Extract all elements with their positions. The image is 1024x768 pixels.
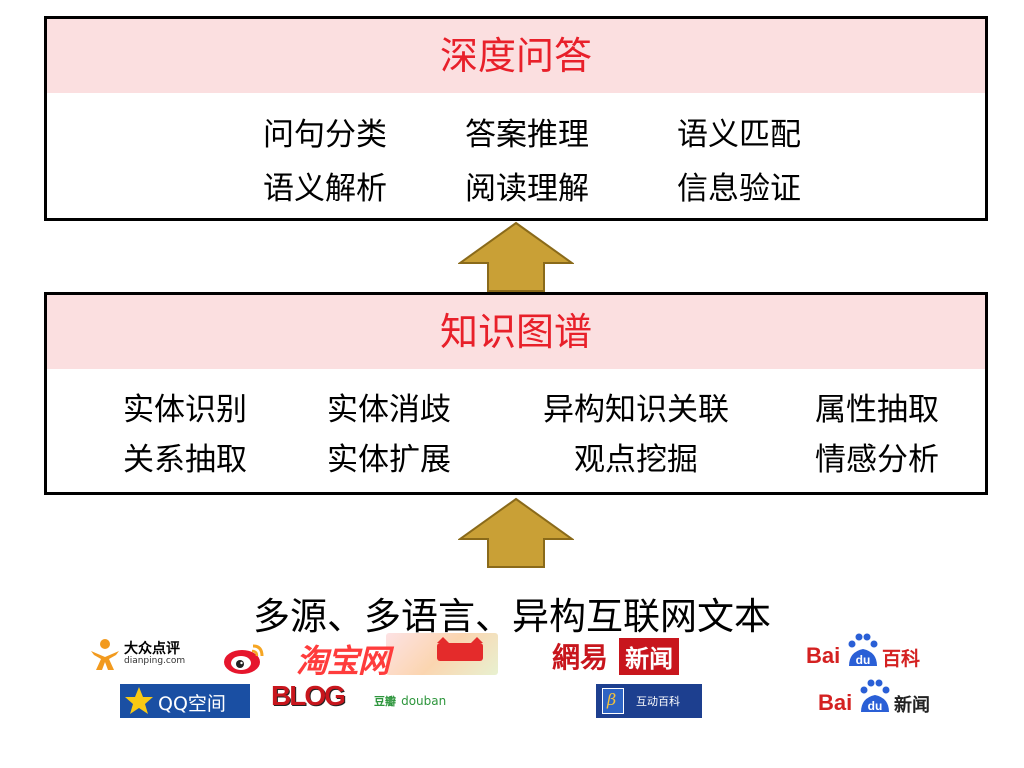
item-sentiment-analysis: 情感分析 — [815, 442, 939, 478]
svg-text:du: du — [868, 699, 883, 713]
netease-news-logo: 網易 新闻 — [552, 636, 680, 676]
svg-text:du: du — [856, 653, 871, 667]
qzone-star-icon — [125, 687, 153, 714]
item-entity-expansion: 实体扩展 — [327, 442, 451, 478]
baidu-news-paw-icon: du — [860, 679, 890, 713]
weibo-icon — [224, 644, 264, 674]
item-entity-disambiguation: 实体消歧 — [327, 392, 451, 428]
baidu-paw-icon: du — [848, 633, 878, 667]
item-semantic-matching: 语义匹配 — [677, 117, 801, 153]
deep-qa-box: 深度问答 问句分类 答案推理 语义匹配 语义解析 阅读理解 信息验证 — [44, 16, 988, 221]
taobao-cat-icon — [437, 637, 483, 661]
item-semantic-parsing: 语义解析 — [263, 171, 387, 207]
dianping-person-icon — [91, 639, 119, 670]
knowledge-graph-box: 知识图谱 实体识别 实体消歧 异构知识关联 属性抽取 关系抽取 实体扩展 观点挖… — [44, 292, 988, 495]
item-answer-reasoning: 答案推理 — [465, 117, 589, 153]
item-info-verification: 信息验证 — [677, 171, 801, 207]
source-title: 多源、多语言、异构互联网文本 — [253, 595, 771, 638]
deep-qa-title: 深度问答 — [47, 19, 985, 93]
hudong-icon: β — [602, 688, 624, 714]
item-reading-comprehension: 阅读理解 — [465, 171, 589, 207]
up-arrow-top — [458, 221, 574, 292]
knowledge-graph-title: 知识图谱 — [47, 295, 985, 369]
item-opinion-mining: 观点挖掘 — [574, 442, 698, 478]
item-question-classification: 问句分类 — [263, 117, 387, 153]
douban-logo: 豆瓣 douban — [374, 694, 447, 708]
dianping-logo: 大众点评 dianping.com — [88, 636, 198, 672]
up-arrow-bottom — [458, 497, 574, 568]
taobao-logo: 淘宝网 — [296, 633, 502, 680]
item-attribute-extraction: 属性抽取 — [815, 392, 939, 428]
item-entity-recognition: 实体识别 — [123, 392, 247, 428]
item-heterogeneous-knowledge-linking: 异构知识关联 — [543, 392, 729, 428]
qzone-logo: QQ空间 — [120, 684, 250, 718]
hudong-baike-logo: β 互动百科 — [596, 684, 702, 718]
item-relation-extraction: 关系抽取 — [123, 442, 247, 478]
blog-logo: BLOG — [271, 680, 346, 711]
